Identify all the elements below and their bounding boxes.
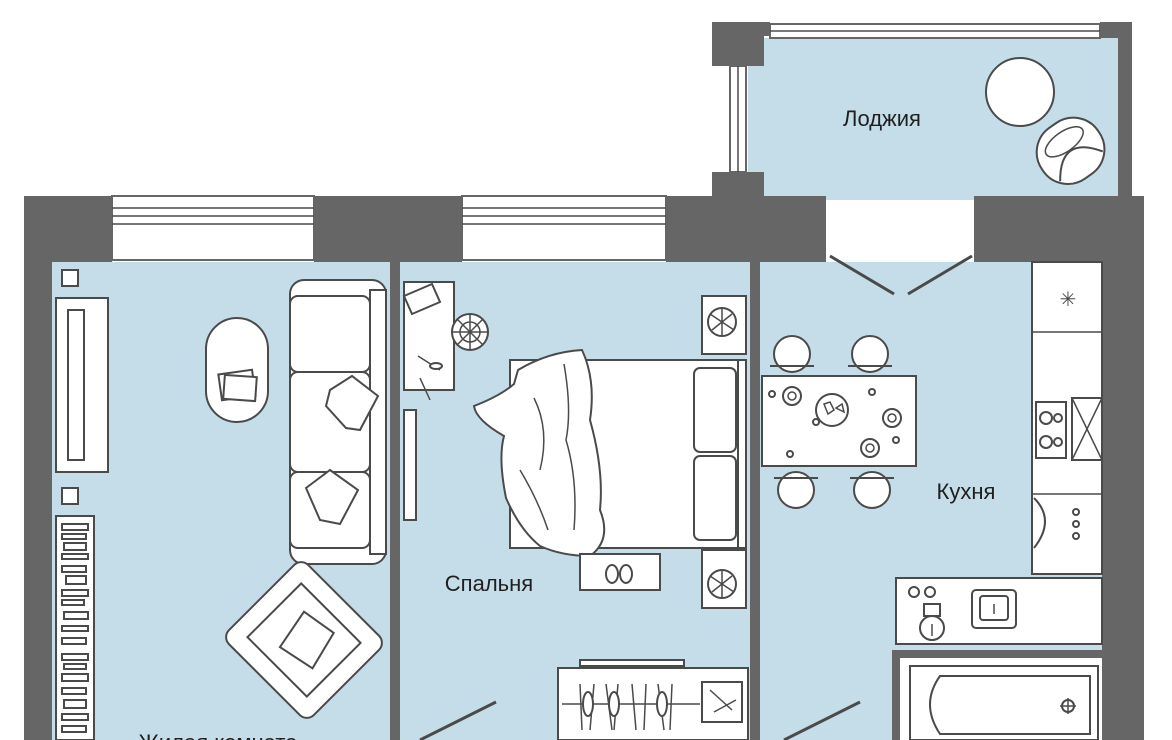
loggia-corner bbox=[1100, 22, 1132, 38]
living-furniture bbox=[55, 269, 387, 740]
bedroom-door bbox=[419, 700, 497, 740]
pillow bbox=[693, 367, 737, 453]
bathroom-wall-left bbox=[892, 650, 900, 740]
bedside-table bbox=[701, 295, 747, 355]
dining-chair bbox=[774, 471, 818, 509]
loggia-furniture bbox=[985, 57, 1106, 185]
bathroom bbox=[892, 577, 1104, 740]
cushion-icon bbox=[324, 374, 380, 432]
dining-chair bbox=[770, 335, 814, 373]
bookshelf bbox=[55, 515, 95, 740]
living-armchair bbox=[225, 561, 383, 719]
hood-icon bbox=[1071, 397, 1103, 461]
socket-icon bbox=[61, 269, 79, 287]
cushion-icon bbox=[304, 468, 360, 526]
wardrobe bbox=[557, 659, 749, 740]
wall-top-mid bbox=[314, 196, 462, 262]
pouf-icon bbox=[451, 313, 489, 351]
socket-icon bbox=[61, 487, 79, 505]
hob-icon bbox=[1035, 401, 1067, 459]
snowflake-icon: ✳ bbox=[1060, 287, 1077, 311]
dining-table bbox=[761, 375, 917, 467]
sink-icon bbox=[971, 589, 1017, 629]
windows bbox=[111, 23, 1101, 261]
room-label-kitchen: Кухня bbox=[937, 479, 996, 504]
loggia-pillar-bottom bbox=[712, 172, 764, 202]
desk-chair-icon bbox=[402, 282, 442, 316]
blanket bbox=[472, 348, 606, 558]
kitchen-door bbox=[783, 700, 861, 740]
loggia-pillar-top bbox=[712, 22, 764, 66]
bathtub bbox=[909, 665, 1099, 740]
room-label-living: Жилая комната bbox=[139, 730, 299, 740]
wall-mirror bbox=[403, 409, 417, 521]
bedside-table bbox=[701, 549, 747, 609]
room-labels: Лоджия Кухня Спальня Жилая комната bbox=[139, 106, 996, 740]
window-loggia-left bbox=[729, 65, 747, 173]
bathroom-wall bbox=[892, 650, 1104, 658]
tv-icon bbox=[67, 309, 85, 461]
window-living bbox=[111, 195, 315, 261]
wall-right bbox=[1102, 196, 1144, 740]
doors bbox=[419, 254, 973, 740]
stove-icon bbox=[1033, 497, 1080, 549]
pillow bbox=[693, 455, 737, 541]
room-label-loggia: Лоджия bbox=[843, 106, 921, 131]
sofa bbox=[289, 279, 387, 565]
dining-chair bbox=[848, 335, 892, 373]
loggia-door-right bbox=[907, 254, 973, 296]
slippers-rug bbox=[579, 553, 661, 591]
dining-chair bbox=[850, 471, 894, 509]
magazines-icon bbox=[217, 368, 258, 403]
loggia-door-left bbox=[829, 254, 895, 296]
loggia-wall-right bbox=[1118, 22, 1132, 202]
kitchen-counter: ✳ bbox=[1031, 261, 1103, 575]
toilet-icon bbox=[908, 586, 945, 641]
loggia-round-table bbox=[985, 57, 1055, 127]
wall-top-right bbox=[666, 196, 826, 262]
lamp-icon bbox=[429, 362, 443, 370]
loggia-armchair bbox=[1035, 116, 1106, 185]
double-bed bbox=[472, 348, 747, 558]
walls bbox=[24, 22, 1144, 740]
window-loggia-top bbox=[769, 23, 1101, 39]
kitchen-furniture: ✳ bbox=[761, 261, 1103, 575]
wall-partition-1 bbox=[390, 262, 400, 740]
wall-partition-2 bbox=[750, 262, 760, 740]
wall-left bbox=[24, 196, 52, 740]
loggia-wall-top bbox=[764, 22, 770, 36]
window-bedroom bbox=[461, 195, 667, 261]
room-label-bedroom: Спальня bbox=[445, 571, 533, 596]
oval-coffee-table bbox=[205, 317, 269, 423]
bedroom-furniture bbox=[402, 281, 749, 740]
